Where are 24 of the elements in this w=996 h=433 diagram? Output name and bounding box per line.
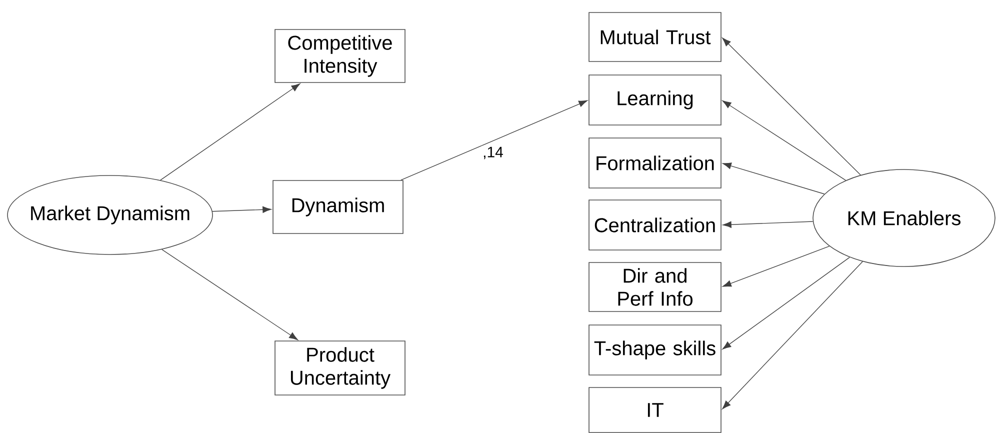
arrow [722, 162, 825, 194]
arrow [722, 38, 861, 176]
variable-box: Centralization [588, 200, 722, 250]
edge-label: ,14 [482, 146, 504, 160]
variable-box: Formalization [588, 138, 722, 188]
variable-box: IT [588, 387, 722, 433]
arrow [722, 256, 850, 350]
arrow [722, 100, 846, 181]
variable-box: Mutual Trust [588, 12, 722, 62]
arrow [400, 100, 588, 180]
arrow [212, 206, 272, 213]
ellipse-node: KM Enablers [812, 169, 996, 267]
arrow [722, 221, 814, 228]
arrow [722, 261, 863, 410]
ellipse-node: Market Dynamism [7, 175, 213, 255]
variable-box: Dynamism [272, 180, 404, 234]
arrow [722, 246, 830, 287]
variable-box: T-shape skills [588, 324, 722, 376]
variable-box: Learning [588, 74, 722, 126]
variable-box: Product Uncertainty [274, 340, 406, 396]
variable-box: Dir and Perf Info [588, 262, 722, 312]
variable-box: Competitive Intensity [274, 29, 406, 83]
arrow [160, 83, 300, 181]
arrow [161, 249, 298, 340]
